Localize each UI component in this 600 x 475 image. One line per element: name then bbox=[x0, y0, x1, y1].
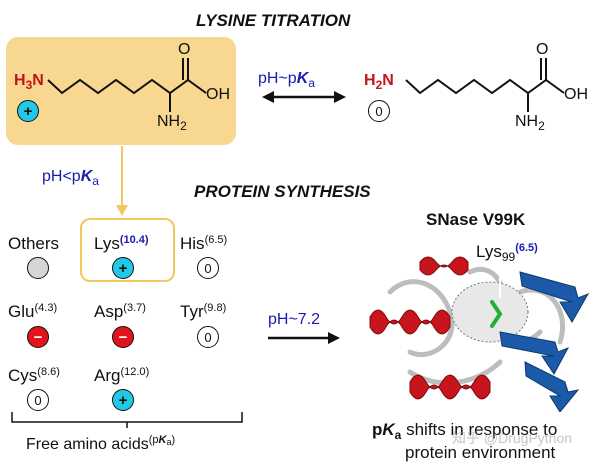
aa-charge-others bbox=[27, 257, 49, 279]
hydroxyl-left: OH bbox=[206, 86, 230, 103]
aa-charge-tyr: 0 bbox=[197, 326, 219, 348]
aa-label-his: His(6.5) bbox=[180, 234, 228, 253]
down-arrow bbox=[116, 146, 128, 216]
nh2-group: H2N bbox=[364, 72, 394, 92]
lys99-label: Lys99(6.5) bbox=[476, 242, 538, 264]
aa-label-asp: Asp(3.7) bbox=[94, 302, 146, 321]
aa-charge-arg: + bbox=[112, 389, 134, 411]
protein-caption-line1: pKa shifts in response to bbox=[372, 420, 558, 442]
aa-charge-lys: + bbox=[112, 257, 134, 279]
hydroxyl-right: OH bbox=[564, 86, 588, 103]
aa-label-lys: Lys(10.4) bbox=[94, 234, 149, 253]
low-ph-condition-label: pH<pKa bbox=[42, 168, 99, 188]
alpha-amine-left: NH2 bbox=[157, 113, 187, 133]
lys-highlight-box bbox=[80, 218, 175, 282]
beta-sheets bbox=[499, 271, 590, 412]
equilibrium-arrow bbox=[262, 91, 346, 103]
title-heading: LYSINE TITRATION bbox=[196, 11, 351, 30]
aa-label-others: Others bbox=[8, 234, 60, 253]
protonated-lysine-box bbox=[6, 37, 236, 145]
lysine-neutral-badge: 0 bbox=[368, 100, 390, 122]
carbonyl-oxygen-right: O bbox=[536, 41, 549, 58]
aa-charge-cys: 0 bbox=[27, 389, 49, 411]
lys99-sidechain bbox=[490, 300, 503, 328]
aa-label-arg: Arg(12.0) bbox=[94, 366, 150, 385]
free-amino-acids-label: Free amino acids(pKa) bbox=[26, 434, 176, 453]
protein-title: SNase V99K bbox=[426, 210, 526, 229]
lysine-right-skeleton bbox=[405, 58, 565, 112]
lysine-positive-badge: + bbox=[17, 100, 39, 122]
lysine-left-skeleton bbox=[47, 58, 207, 112]
protein-caption-line2: protein environment bbox=[405, 443, 556, 462]
right-arrow bbox=[268, 332, 340, 344]
amino-acid-bracket bbox=[11, 412, 243, 428]
aa-label-cys: Cys(8.6) bbox=[8, 366, 60, 385]
aa-label-glu: Glu(4.3) bbox=[8, 302, 58, 321]
alpha-helices bbox=[369, 256, 491, 400]
aa-charge-asp: − bbox=[112, 326, 134, 348]
physiological-ph-label: pH~7.2 bbox=[268, 311, 321, 328]
protein-cavity-mesh bbox=[451, 281, 529, 343]
carbonyl-oxygen-left: O bbox=[178, 41, 191, 58]
protein-structure-illustration bbox=[369, 254, 590, 412]
equilibrium-condition-label: pH~pKa bbox=[258, 70, 315, 90]
aa-charge-his: 0 bbox=[197, 257, 219, 279]
protein-synthesis-heading: PROTEIN SYNTHESIS bbox=[194, 182, 371, 201]
nh3-group: H3N bbox=[14, 72, 44, 92]
alpha-amine-right: NH2 bbox=[515, 113, 545, 133]
watermark: 知乎 @DrugPython bbox=[452, 430, 573, 446]
aa-label-tyr: Tyr(9.8) bbox=[180, 302, 227, 321]
aa-charge-glu: − bbox=[27, 326, 49, 348]
